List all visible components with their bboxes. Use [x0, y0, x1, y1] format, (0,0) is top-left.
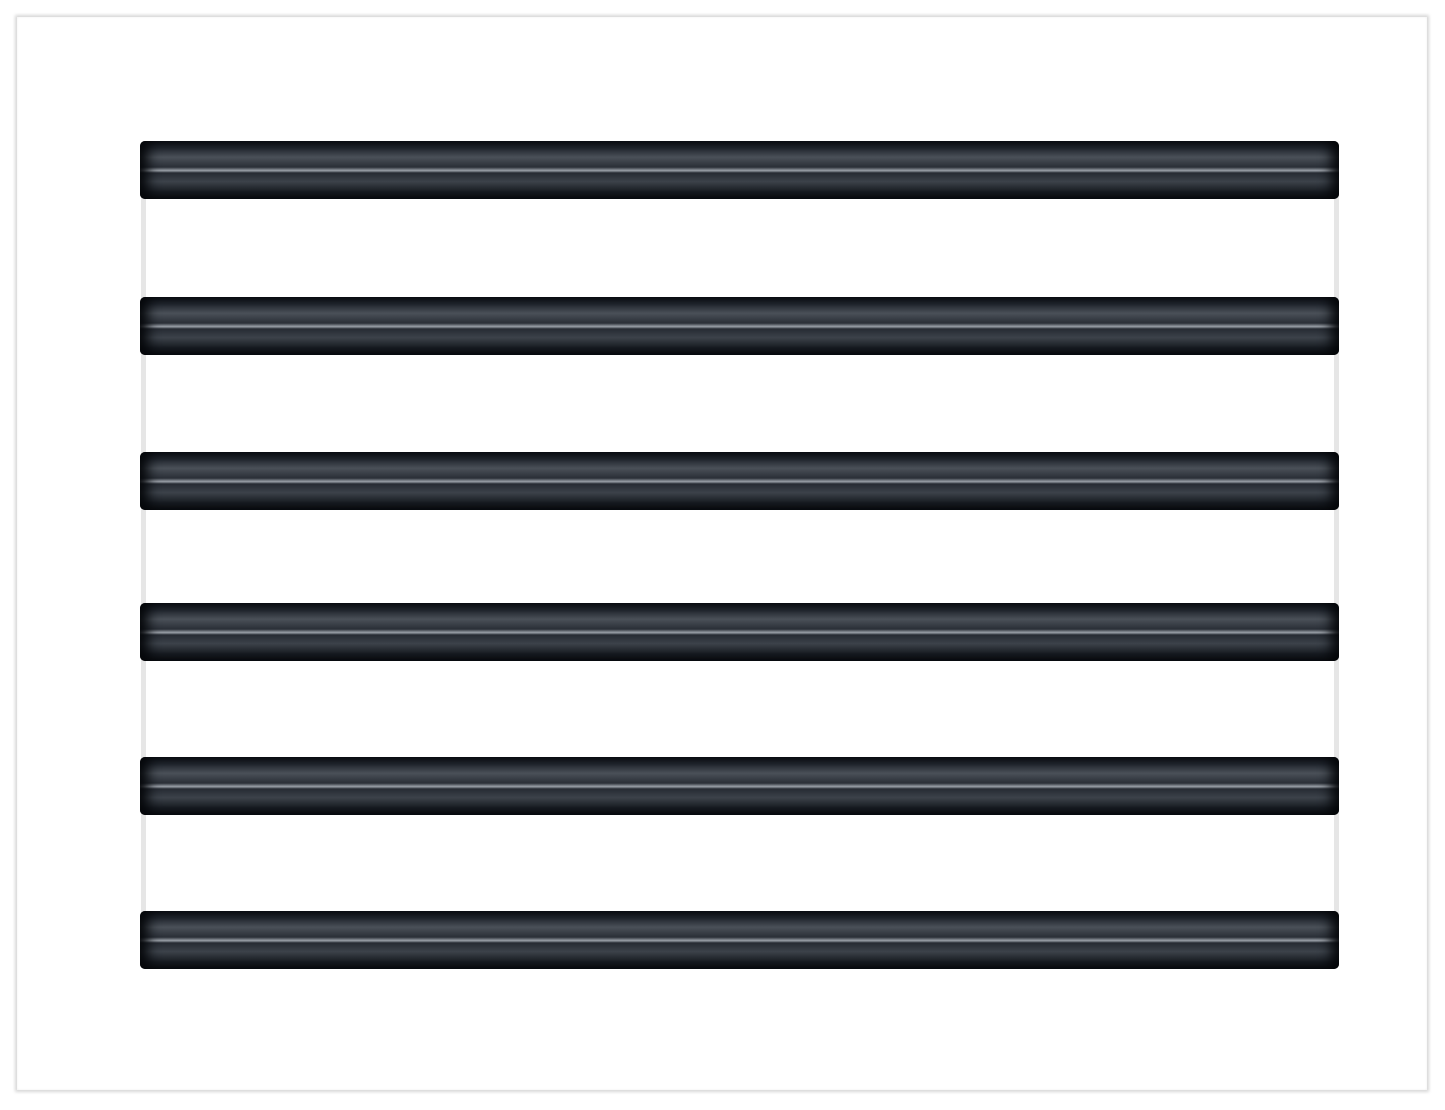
- louver-bar: [140, 452, 1339, 510]
- louver-bar: [140, 141, 1339, 199]
- louver-bar: [140, 911, 1339, 969]
- right-side-rail: [1334, 190, 1339, 960]
- louver-bar: [140, 757, 1339, 815]
- left-side-rail: [141, 190, 146, 960]
- louver-bar: [140, 297, 1339, 355]
- louver-bar: [140, 603, 1339, 661]
